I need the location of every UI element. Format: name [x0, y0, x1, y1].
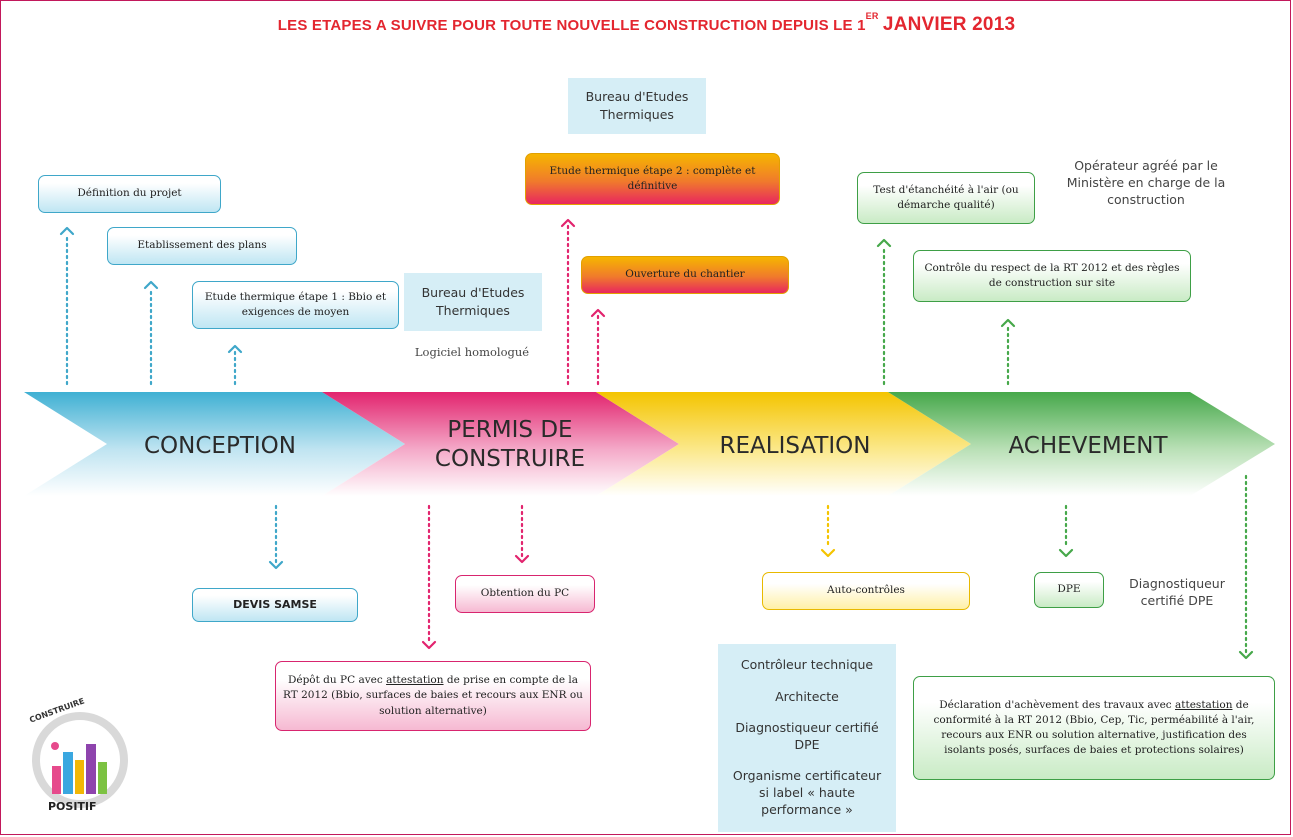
- phase-achevement: [888, 392, 1275, 496]
- page-title: LES ETAPES A SUIVRE POUR TOUTE NOUVELLE …: [277, 11, 1016, 35]
- arrowhead-dpe: [1058, 548, 1074, 558]
- arrowhead-depot: [421, 640, 437, 650]
- arrowhead-test: [876, 238, 892, 248]
- phase-label-realisation: REALISATION: [720, 433, 871, 459]
- arrowhead-ouverture: [590, 308, 606, 318]
- box-etude-thermique-1: Etude thermique étape 1 : Bbio et exigen…: [192, 281, 399, 329]
- box-depot-pc: Dépôt du PC avec attestation de prise en…: [275, 661, 591, 731]
- arrowhead-devis: [268, 560, 284, 570]
- box-definition-projet: Définition du projet: [38, 175, 221, 213]
- box-test-etancheite: Test d'étanchéité à l'air (ou démarche q…: [857, 172, 1035, 224]
- arrowhead-etude1: [227, 344, 243, 354]
- box-declaration-achevement: Déclaration d'achèvement des travaux ave…: [913, 676, 1275, 780]
- panel-item: Architecte: [775, 688, 839, 704]
- box-etude-thermique-2: Etude thermique étape 2 : complète et dé…: [525, 153, 780, 205]
- arrowhead-obtention: [514, 554, 530, 564]
- panel-item: Contrôleur technique: [740, 657, 874, 673]
- phase-label-permis-2: CONSTRUIRE: [435, 446, 585, 472]
- construire-positif-logo: CONSTRUIRE POSITIF: [22, 696, 137, 818]
- panel-bureau-etudes-1: Bureau d'Etudes Thermiques: [404, 273, 542, 331]
- arrowhead-definition: [59, 226, 75, 236]
- label-operateur: Opérateur agréé par le Ministère en char…: [1066, 158, 1226, 207]
- panel-item: Diagnostiqueur certifié DPE: [735, 719, 879, 752]
- arrowhead-controle: [1000, 318, 1016, 328]
- arrowhead-plans: [143, 280, 159, 290]
- box-controle-rt2012: Contrôle du respect de la RT 2012 et des…: [913, 250, 1191, 302]
- phase-conception: [24, 392, 405, 496]
- box-auto-controles: Auto-contrôles: [762, 572, 970, 610]
- phase-realisation: [596, 392, 971, 496]
- box-dpe: DPE: [1034, 572, 1104, 608]
- box-devis-samse: DEVIS SAMSE: [192, 588, 358, 622]
- box-etablissement-plans: Etablissement des plans: [107, 227, 297, 265]
- label-logiciel: Logiciel homologué: [414, 345, 530, 359]
- panel-bureau-etudes-2: Bureau d'Etudes Thermiques: [568, 78, 706, 134]
- arrowhead-autocontroles: [820, 548, 836, 558]
- phase-arrows: [24, 392, 1275, 496]
- phase-label-permis-1: PERMIS DE: [447, 417, 572, 443]
- panel-item: Organisme certificateur si label « haute…: [732, 768, 882, 817]
- logo-graphic: [32, 712, 128, 808]
- label-diagnostiqueur: Diagnostiqueur certifié DPE: [1129, 576, 1225, 608]
- phase-permis: [322, 392, 679, 496]
- box-obtention-pc: Obtention du PC: [455, 575, 595, 613]
- arrowhead-etude2: [560, 218, 576, 228]
- phase-label-achevement: ACHEVEMENT: [1008, 433, 1168, 459]
- panel-intervenants: Contrôleur technique Architecte Diagnost…: [718, 644, 896, 832]
- box-ouverture-chantier: Ouverture du chantier: [581, 256, 789, 294]
- arrowhead-declaration: [1238, 650, 1254, 660]
- phase-label-conception: CONCEPTION: [144, 433, 296, 459]
- logo-bottom-text: POSITIF: [48, 800, 97, 813]
